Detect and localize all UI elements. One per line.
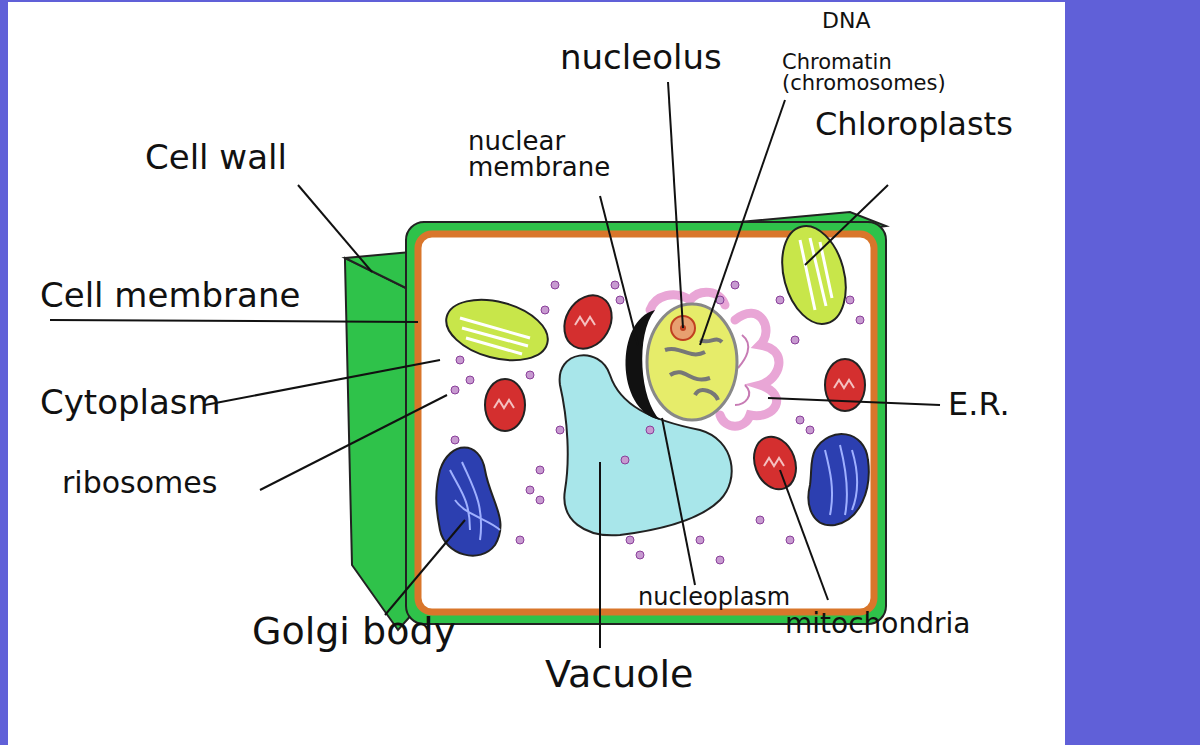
mitochondrion-body bbox=[747, 431, 803, 495]
mitochondrion-body bbox=[555, 287, 621, 357]
leader-line bbox=[385, 520, 465, 615]
ribosome-dot bbox=[466, 376, 474, 384]
ribosome-dot bbox=[611, 281, 619, 289]
leader-line bbox=[260, 395, 447, 490]
part-label: Chloroplasts bbox=[815, 108, 1055, 140]
leader-line bbox=[600, 196, 638, 345]
ribosome-dot bbox=[776, 296, 784, 304]
golgi-folds bbox=[825, 445, 857, 515]
mitochondrion-cristae bbox=[575, 317, 595, 325]
ribosome-dot bbox=[636, 551, 644, 559]
part-label: Chromatin (chromosomes) bbox=[782, 52, 1062, 94]
mitochondrion-body bbox=[825, 359, 865, 411]
mitochondrion-cristae bbox=[494, 400, 514, 408]
chloroplast-body bbox=[772, 219, 856, 331]
nucleus bbox=[647, 304, 737, 420]
ribosome-dot bbox=[646, 426, 654, 434]
mitochondrion-cristae bbox=[764, 458, 784, 466]
ribosome-dot bbox=[451, 436, 459, 444]
part-label: Cell membrane bbox=[40, 278, 370, 312]
leader-line bbox=[298, 185, 372, 272]
ribosome-dot bbox=[786, 536, 794, 544]
ribosome-dot bbox=[451, 386, 459, 394]
leader-lines bbox=[50, 82, 940, 648]
ribosome-dot bbox=[796, 416, 804, 424]
mitochondrion bbox=[485, 379, 525, 431]
ribosome-dot bbox=[846, 296, 854, 304]
frame-strip bbox=[1065, 0, 1200, 745]
ribosome-dot bbox=[526, 371, 534, 379]
part-label: nucleoplasm bbox=[638, 585, 838, 609]
chloroplast-lines bbox=[800, 238, 832, 310]
part-label: Golgi body bbox=[252, 612, 512, 650]
ribosomes bbox=[451, 281, 864, 564]
ribosome-dot bbox=[541, 306, 549, 314]
part-label: Vacuole bbox=[545, 655, 745, 693]
part-label: DNA bbox=[822, 10, 902, 32]
mitochondrion-body bbox=[485, 379, 525, 431]
ribosome-dot bbox=[526, 486, 534, 494]
ribosome-dot bbox=[731, 281, 739, 289]
frame-strip bbox=[0, 0, 1065, 2]
chloroplast bbox=[772, 219, 856, 331]
golgi-stack bbox=[436, 448, 500, 556]
chloroplast-lines bbox=[460, 318, 530, 354]
ribosome-dot bbox=[551, 281, 559, 289]
mitochondrion bbox=[555, 287, 621, 357]
part-label: E.R. bbox=[948, 388, 1058, 420]
golgi-body bbox=[436, 448, 500, 556]
ribosome-dot bbox=[536, 466, 544, 474]
part-label: Cell wall bbox=[145, 140, 345, 174]
ribosome-dot bbox=[616, 296, 624, 304]
ribosome-dot bbox=[626, 536, 634, 544]
part-label: ribosomes bbox=[62, 468, 282, 498]
ribosome-dot bbox=[696, 536, 704, 544]
leader-line bbox=[662, 418, 695, 585]
cell-wall-side bbox=[345, 258, 414, 630]
frame-strip bbox=[0, 0, 8, 745]
ribosome-dot bbox=[791, 336, 799, 344]
ribosome-dot bbox=[556, 426, 564, 434]
mitochondrion bbox=[825, 359, 865, 411]
chloroplast-body bbox=[440, 289, 555, 370]
leader-line bbox=[205, 360, 440, 405]
ribosome-dot bbox=[806, 426, 814, 434]
part-label: mitochondria bbox=[785, 610, 1025, 638]
golgi-body bbox=[808, 434, 868, 525]
part-label: nucleolus bbox=[560, 40, 780, 74]
ribosome-dot bbox=[856, 316, 864, 324]
leader-line bbox=[805, 185, 888, 265]
ribosome-dot bbox=[716, 556, 724, 564]
leader-line bbox=[599, 462, 601, 648]
ribosome-dot bbox=[621, 456, 629, 464]
mitochondrion bbox=[747, 431, 803, 495]
ribosome-dot bbox=[536, 496, 544, 504]
ribosome-dot bbox=[516, 536, 524, 544]
leader-line bbox=[768, 398, 940, 405]
leader-line bbox=[668, 82, 683, 328]
ribosome-dot bbox=[756, 516, 764, 524]
part-label: nuclear membrane bbox=[468, 128, 618, 180]
leader-line bbox=[700, 100, 785, 345]
leader-line bbox=[780, 470, 828, 600]
leader-line bbox=[50, 320, 418, 322]
chromatin bbox=[665, 339, 722, 400]
part-label: Cytoplasm bbox=[40, 385, 270, 419]
mitochondrion-cristae bbox=[834, 380, 854, 388]
ribosome-dot bbox=[456, 356, 464, 364]
chloroplast bbox=[440, 289, 555, 370]
golgi-stack bbox=[808, 434, 868, 525]
